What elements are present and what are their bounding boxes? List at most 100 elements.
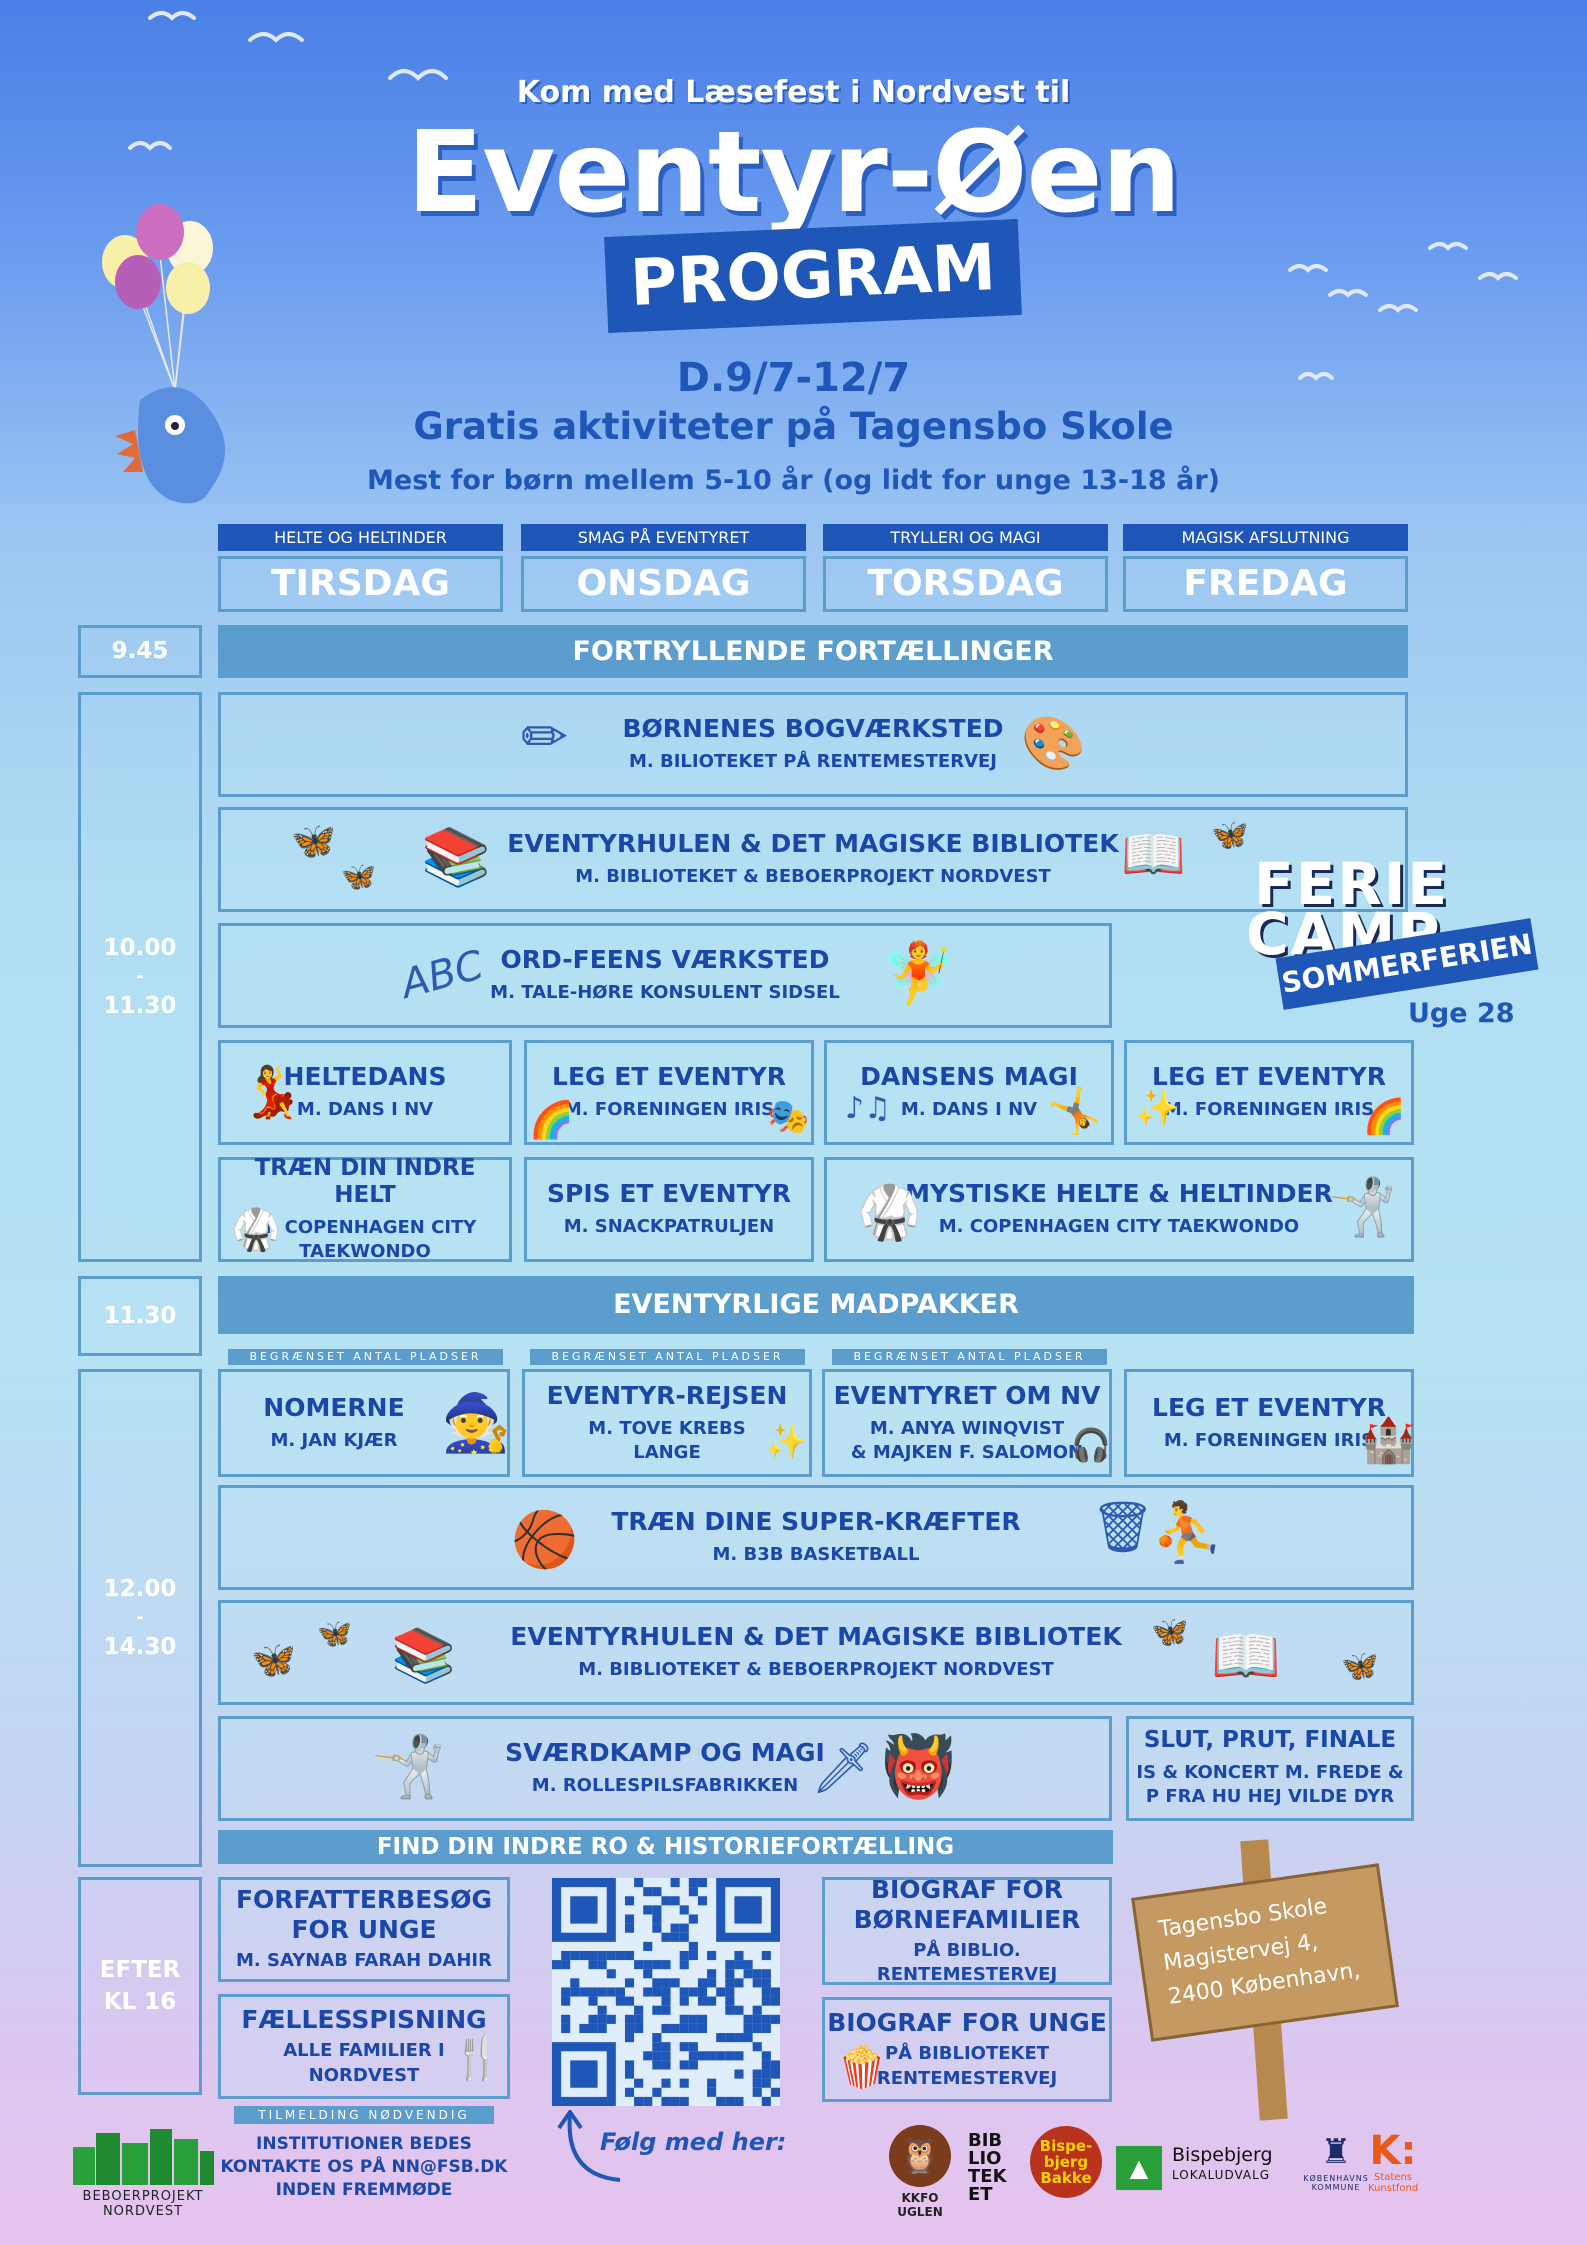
tree-icon: ▲ — [1116, 2146, 1162, 2190]
activity-eventyr-rejsen: EVENTYR-REJSEN M. TOVE KREBS LANGE ✨ — [522, 1369, 812, 1477]
activity-title: HELTEDANS — [283, 1062, 447, 1092]
magic-wand-icon: ✨ — [1135, 1088, 1180, 1129]
time-label: 12.00 — [103, 1576, 177, 1603]
bisp-line: Bakke — [1040, 2169, 1092, 2187]
knight-icon: 🤺 — [371, 1732, 446, 1802]
activity-heltedans: HELTEDANS M. DANS I NV 💃 — [218, 1040, 512, 1145]
activity-eventyrhulen-afternoon: EVENTYRHULEN & DET MAGISKE BIBLIOTEK M. … — [218, 1600, 1414, 1705]
band-lunch: EVENTYRLIGE MADPAKKER — [218, 1276, 1414, 1334]
time-slot-activities-afternoon: 12.00 - 14.30 — [78, 1369, 202, 1867]
beboer-label: NORDVEST — [102, 2204, 184, 2219]
activity-leg-et-eventyr-fri: LEG ET EVENTYR M. FORENINGEN IRIS ✨ 🌈 — [1124, 1040, 1414, 1145]
activity-forfatterbesoeg: FORFATTERBESØG FOR UNGE M. SAYNAB FARAH … — [218, 1877, 510, 1982]
activity-host: RENTEMESTERVEJ — [876, 2067, 1058, 2089]
activity-dansens-magi: DANSENS MAGI M. DANS I NV ♪♫ 🤸 — [824, 1040, 1114, 1145]
day-tuesday: TIRSDAG — [218, 556, 503, 612]
headphones-icon: 🎧 — [1071, 1426, 1111, 1464]
reading-children-icon: 📖 — [1211, 1624, 1281, 1689]
activity-traen-dine-superkraefter: TRÆN DINE SUPER-KRÆFTER M. B3B BASKETBAL… — [218, 1485, 1414, 1590]
troll-icon: 👹 — [881, 1732, 956, 1802]
activity-title: SPIS ET EVENTYR — [546, 1179, 791, 1209]
activity-faellesspisning: FÆLLESSPISNING ALLE FAMILIER I NORDVEST … — [218, 1994, 510, 2099]
activity-host: M. ANYA WINQVIST — [869, 1417, 1065, 1439]
activity-svaerdkamp-og-magi: SVÆRDKAMP OG MAGI M. ROLLESPILSFABRIKKEN… — [218, 1716, 1112, 1821]
dancer-icon: 💃 — [241, 1063, 304, 1121]
lokaludvalg-logo: ▲ Bispebjerg LOKALUDVALG — [1116, 2142, 1286, 2192]
activity-host: IS & KONCERT M. FREDE & — [1136, 1762, 1404, 1783]
activity-host: M. FORENINGEN IRIS — [563, 1099, 775, 1121]
activity-spis-et-eventyr: SPIS ET EVENTYR M. SNACKPATRULJEN — [524, 1157, 814, 1262]
gnome-icon: 🧙 — [441, 1391, 511, 1456]
activity-host: M. ROLLESPILSFABRIKKEN — [531, 1775, 799, 1797]
activity-title: TRÆN DIN INDRE HELT — [254, 1154, 476, 1209]
activity-host: PÅ BIBLIO. RENTEMESTERVEJ — [876, 1939, 1058, 1985]
breakdancer-icon: 🤸 — [1047, 1086, 1102, 1137]
activity-title: NOMERNE — [263, 1392, 405, 1422]
butterfly-icon: 🦋 — [251, 1640, 296, 1681]
feriecamp-week: Uge 28 — [1408, 998, 1515, 1029]
time-slot-lunch: 11.30 — [78, 1276, 202, 1356]
bib-line: TEK — [968, 2166, 1007, 2187]
institution-notice: INSTITUTIONER BEDES KONTAKTE OS PÅ NN@FS… — [218, 2133, 510, 2202]
time-label: KL 16 — [103, 1989, 177, 2015]
activity-host: M. DANS I NV — [900, 1099, 1038, 1121]
activity-host: M. B3B BASKETBALL — [712, 1544, 920, 1566]
activity-title: LEG ET EVENTYR — [1152, 1062, 1386, 1092]
cutlery-icon: 🍴 — [451, 2033, 504, 2082]
bib-line: LIO — [968, 2148, 1002, 2169]
time-label: 9.45 — [111, 638, 169, 665]
kkfo-label: KKFO UGLEN — [897, 2191, 943, 2219]
limited-seats-tag: BEGRÆNSET ANTAL PLADSER — [530, 1349, 805, 1365]
bisp-line: Bispe- — [1039, 2137, 1093, 2155]
address-sign: Tagensbo Skole Magistervej 4, 2400 Køben… — [1131, 1863, 1399, 2042]
event-dates: D.9/7-12/7 — [676, 355, 911, 401]
qr-code[interactable] — [552, 1878, 780, 2106]
time-label: 11.30 — [103, 1302, 177, 1329]
band-storytelling: FORTRYLLENDE FORTÆLLINGER — [218, 625, 1408, 678]
activity-host: ALLE FAMILIER I — [283, 2040, 445, 2062]
time-label: 11.30 — [103, 992, 177, 1019]
day-wednesday: ONSDAG — [521, 556, 806, 612]
balloon-monster-illustration — [102, 204, 225, 504]
activity-host: PÅ BIBLIOTEKET — [884, 2043, 1050, 2065]
rainbow-icon: 🌈 — [1363, 1097, 1406, 1137]
activity-nomerne: NOMERNE M. JAN KJÆR 🧙 — [218, 1369, 511, 1477]
day-thursday: TORSDAG — [823, 556, 1108, 612]
reading-child-icon: 📖 — [1121, 825, 1186, 885]
day-theme-friday: MAGISK AFSLUTNING — [1123, 524, 1408, 551]
castle-icon: 🏰 — [1361, 1415, 1416, 1466]
activity-title: LEG ET EVENTYR — [1152, 1392, 1386, 1422]
shooting-star-icon: ✨ — [765, 1422, 808, 1462]
event-audience: Mest for børn mellem 5-10 år (og lidt fo… — [367, 465, 1220, 496]
activity-eventyrhulen-morning: EVENTYRHULEN & DET MAGISKE BIBLIOTEK M. … — [218, 807, 1408, 912]
owl-icon: 🦉 — [889, 2125, 951, 2187]
beboerprojekt-logo: BEBOERPROJEKT NORDVEST — [68, 2125, 218, 2219]
activity-host: M. BIBLIOTEKET & BEBOERPROJEKT NORDVEST — [575, 866, 1051, 888]
day-friday: FREDAG — [1123, 556, 1408, 612]
day-theme-wednesday: SMAG PÅ EVENTYRET — [521, 524, 806, 551]
martial-artist-icon: 🥋 — [231, 1207, 281, 1253]
activity-biograf-boernefamilier: BIOGRAF FOR BØRNEFAMILIER PÅ BIBLIO. REN… — [822, 1875, 1112, 1985]
signup-required-tag: TILMELDING NØDVENDIG — [234, 2106, 494, 2124]
time-label: 10.00 — [103, 935, 177, 962]
institution-line: INDEN FREMMØDE — [275, 2179, 453, 2200]
activity-eventyret-om-nv: EVENTYRET OM NV M. ANYA WINQVIST & MAJKE… — [822, 1369, 1112, 1477]
activity-traen-din-indre-helt: TRÆN DIN INDRE HELT M. COPENHAGEN CITY T… — [218, 1154, 512, 1262]
activity-boernenes-bogvaerksted: BØRNENES BOGVÆRKSTED M. BILIOTEKET PÅ RE… — [218, 692, 1408, 797]
basketball-hoop-icon: 🗑 — [1091, 1498, 1155, 1556]
koebenhavns-kommune-logo: ♜ KØBENHAVNS KOMMUNE — [1296, 2130, 1376, 2206]
feriecamp-line1: FERIE — [1254, 850, 1450, 918]
activity-host: M. SNACKPATRULJEN — [563, 1216, 775, 1238]
abc-icon: ABC — [396, 942, 489, 1008]
bisp-line: bjerg — [1043, 2153, 1089, 2171]
activity-host: M. BILIOTEKET PÅ RENTEMESTERVEJ — [629, 751, 997, 773]
butterfly-icon: 🦋 — [1151, 1615, 1189, 1650]
activity-host: M. JAN KJÆR — [270, 1429, 398, 1451]
city-skyline-icon — [73, 2129, 214, 2185]
activity-host: & MAJKEN F. SALOMON — [850, 1442, 1084, 1463]
activity-title: BIOGRAF FOR UNGE — [827, 2008, 1107, 2038]
activity-host: M. COPENHAGEN CITY TAEKWONDO — [938, 1216, 1300, 1238]
feriecamp-badge: FERIE CAMP SOMMERFERIEN Uge 28 — [1240, 850, 1540, 1040]
institution-line: KONTAKTE OS PÅ NN@FSB.DK — [220, 2156, 508, 2177]
bispebjerg-bakke-logo: Bispe- bjerg Bakke — [1030, 2126, 1102, 2198]
